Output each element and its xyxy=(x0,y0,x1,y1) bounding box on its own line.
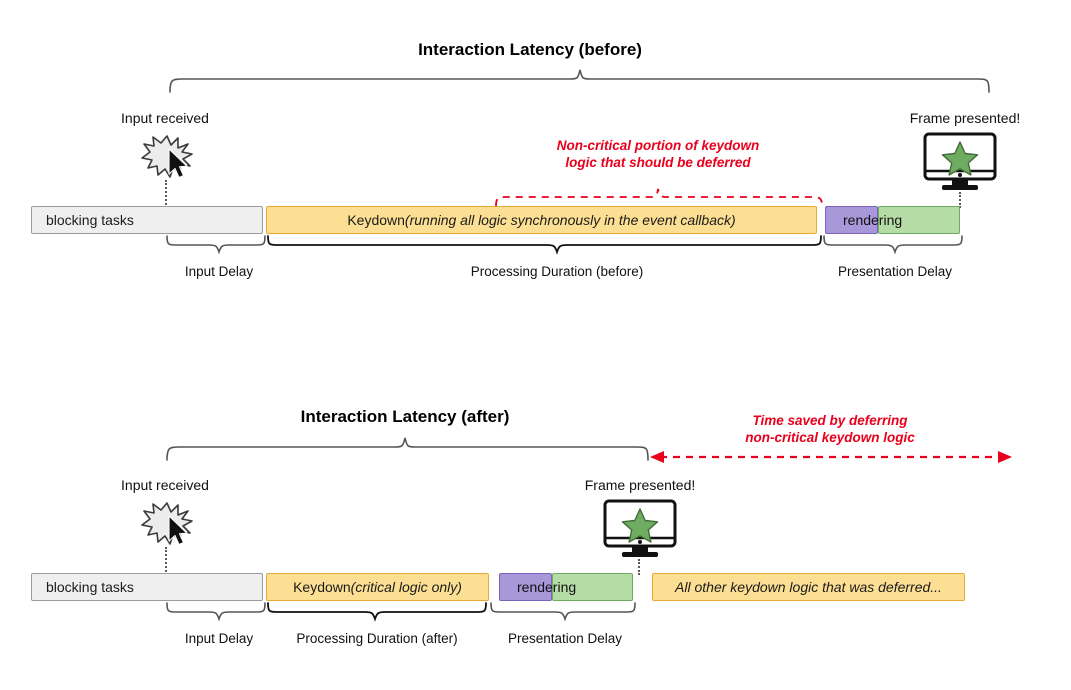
bar-keydown-after-label: Keydown xyxy=(293,579,351,595)
input-guide-line-before xyxy=(165,180,167,208)
mouse-cursor-icon xyxy=(168,515,188,546)
bar-deferred-keydown-logic-label: All other keydown logic that was deferre… xyxy=(675,579,942,595)
bar-keydown-after-label-italic: (critical logic only) xyxy=(350,579,462,595)
bar-blocking-tasks-before-label: blocking tasks xyxy=(46,212,134,228)
bar-blocking-tasks-after[interactable]: blocking tasks xyxy=(31,573,263,601)
processing-duration-brace-before xyxy=(267,235,822,255)
frame-guide-line-before xyxy=(959,192,961,208)
input-guide-line-after xyxy=(165,547,167,575)
star-icon xyxy=(621,508,659,543)
red-note-after: Time saved by deferring non-critical key… xyxy=(630,412,1030,447)
presentation-delay-brace-after xyxy=(490,602,636,622)
diagram-before-title: Interaction Latency (before) xyxy=(418,40,642,59)
mouse-cursor-icon xyxy=(168,148,188,179)
monitor-icon xyxy=(923,132,997,190)
input-received-label-before: Input received xyxy=(121,110,209,126)
interaction-latency-after-brace xyxy=(166,437,649,461)
phase-label-processing-duration-before: Processing Duration (before) xyxy=(470,264,644,279)
phase-label-presentation-delay-after: Presentation Delay xyxy=(507,631,623,646)
red-note-after-line2: non-critical keydown logic xyxy=(745,430,915,446)
presentation-delay-brace-before xyxy=(823,235,963,255)
bar-keydown-after[interactable]: Keydown (critical logic only) xyxy=(266,573,489,601)
bar-blocking-tasks-after-label: blocking tasks xyxy=(46,579,134,595)
monitor-icon xyxy=(603,499,677,557)
bar-rendering-purple-after[interactable] xyxy=(499,573,552,601)
phase-label-input-delay-before: Input Delay xyxy=(184,264,254,279)
phase-label-input-delay-after: Input Delay xyxy=(184,631,254,646)
frame-presented-label-before: Frame presented! xyxy=(909,110,1021,126)
time-saved-double-arrow xyxy=(650,451,1012,463)
red-note-before: Non-critical portion of keydown logic th… xyxy=(458,137,858,172)
bar-deferred-keydown-logic[interactable]: All other keydown logic that was deferre… xyxy=(652,573,965,601)
diagram-after-title: Interaction Latency (after) xyxy=(300,407,510,426)
bar-blocking-tasks-before[interactable]: blocking tasks xyxy=(31,206,263,234)
frame-presented-label-after: Frame presented! xyxy=(584,477,696,493)
red-note-before-line1: Non-critical portion of keydown xyxy=(556,138,760,153)
red-note-before-line2: logic that should be deferred xyxy=(565,155,751,171)
bar-rendering-purple-before[interactable] xyxy=(825,206,878,234)
frame-guide-line-after xyxy=(638,559,640,575)
input-received-label-after: Input received xyxy=(121,477,209,493)
phase-label-presentation-delay-before: Presentation Delay xyxy=(837,264,953,279)
input-delay-brace-before xyxy=(166,235,266,255)
input-delay-brace-after xyxy=(166,602,266,622)
bar-keydown-before-label: Keydown xyxy=(347,212,405,228)
bar-keydown-before[interactable]: Keydown (running all logic synchronously… xyxy=(266,206,817,234)
bar-keydown-before-label-italic: (running all logic synchronously in the … xyxy=(404,212,736,228)
processing-duration-brace-after xyxy=(267,602,487,622)
star-icon xyxy=(941,141,979,176)
bar-rendering-green-after[interactable] xyxy=(552,573,633,601)
phase-label-processing-duration-after: Processing Duration (after) xyxy=(296,631,458,646)
non-critical-portion-brace xyxy=(495,188,823,207)
interaction-latency-before-brace xyxy=(169,69,990,93)
red-note-after-line1: Time saved by deferring xyxy=(752,413,908,428)
bar-rendering-green-before[interactable] xyxy=(878,206,960,234)
